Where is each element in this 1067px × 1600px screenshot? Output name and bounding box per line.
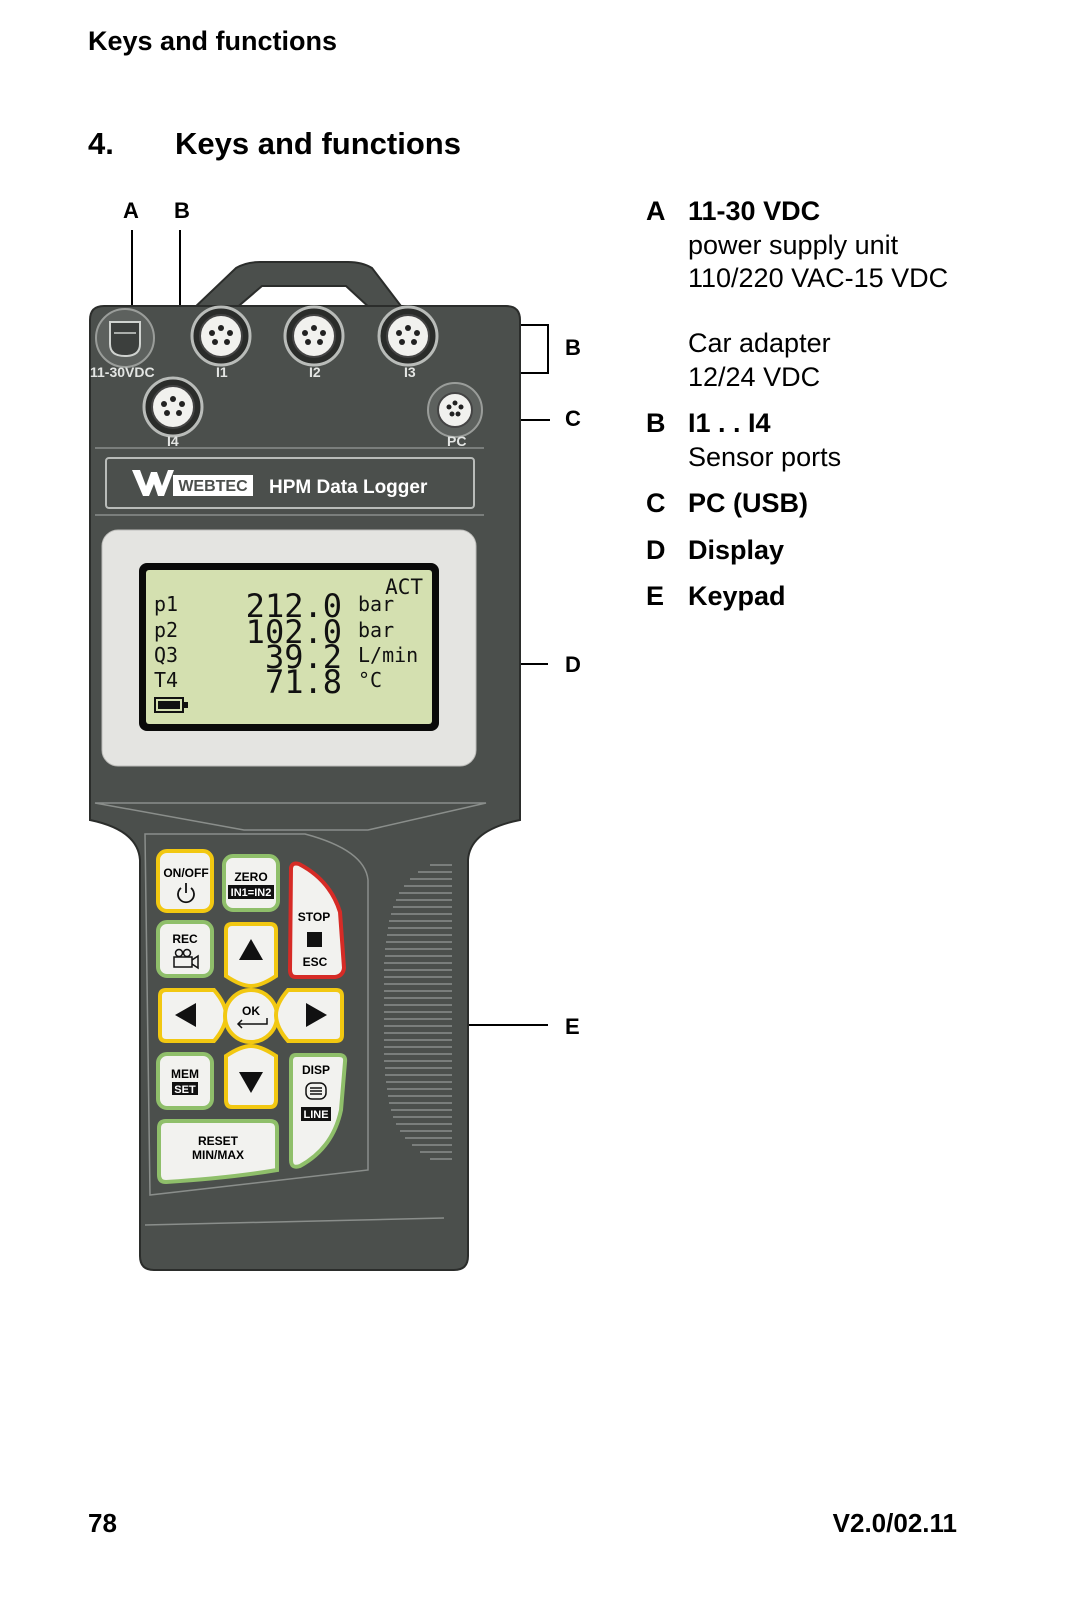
legend-a-title: 11-30 VDC: [688, 196, 821, 226]
sensor-port-i2: [283, 305, 345, 367]
legend-b-letter: B: [646, 408, 666, 438]
reset-min-max-key[interactable]: RESET MIN/MAX: [157, 1119, 279, 1185]
camera-icon: [173, 948, 199, 970]
display-unit-p1: bar: [358, 592, 394, 616]
power-port: [95, 308, 155, 368]
port-label-pc: PC: [447, 433, 466, 449]
sensor-port-i4: [142, 376, 204, 438]
rec-key[interactable]: REC: [156, 920, 214, 978]
legend-d-letter: D: [646, 535, 666, 565]
display-value-p1: 212.0: [246, 587, 342, 625]
port-label-i1: I1: [216, 364, 228, 380]
mem-set-key[interactable]: MEM SET: [156, 1052, 214, 1110]
minmax-key-label: MIN/MAX: [192, 1148, 244, 1162]
legend-d-title: Display: [688, 535, 785, 565]
section-title: Keys and functions: [175, 126, 461, 161]
zero-key-sublabel: IN1=IN2: [231, 887, 272, 899]
legend-e-letter: E: [646, 581, 665, 611]
legend-a-line-3: Car adapter: [688, 328, 831, 358]
webtec-logo-icon: [132, 470, 174, 496]
display-mode: ACT: [385, 575, 423, 599]
disp-key-label: DISP: [302, 1063, 330, 1077]
display: ACT p1 212.0 bar p2 102.0 bar Q3 39.2 L/…: [101, 529, 477, 767]
legend-c-title: PC (USB): [688, 488, 808, 518]
callout-d: D: [565, 652, 581, 677]
display-label-p1: p1: [154, 592, 178, 616]
enter-icon: [236, 1018, 268, 1029]
right-arrow-key[interactable]: [273, 988, 344, 1043]
page-header: Keys and functions: [88, 26, 338, 56]
legend-a-line-1: power supply unit: [688, 230, 899, 260]
legend-c-letter: C: [646, 488, 666, 518]
display-value-p2: 102.0: [246, 613, 342, 651]
sensor-port-i1: [190, 305, 252, 367]
left-arrow-icon: [175, 1003, 196, 1027]
list-icon: [305, 1082, 327, 1100]
product-name: HPM Data Logger: [269, 477, 428, 498]
zero-key-label: ZERO: [234, 870, 267, 884]
sensor-port-i3: [377, 305, 439, 367]
zero-key[interactable]: ZERO IN1=IN2: [222, 854, 280, 912]
brand-name: WEBTEC: [178, 478, 248, 495]
port-label-i3: I3: [404, 364, 416, 380]
page-number: 78: [88, 1508, 117, 1538]
on-off-key-label: ON/OFF: [163, 866, 208, 880]
display-label-p2: p2: [154, 618, 178, 642]
right-arrow-icon: [306, 1003, 327, 1027]
display-value-q3: 39.2: [265, 638, 342, 676]
stop-icon: [307, 932, 322, 947]
legend-b-line-1: Sensor ports: [688, 442, 842, 472]
callout-b: B: [174, 198, 190, 223]
legend-b-title: I1 . . I4: [688, 408, 771, 438]
battery-icon: [154, 697, 188, 713]
callout-a: A: [123, 198, 139, 223]
up-arrow-key[interactable]: [224, 922, 278, 989]
display-unit-p2: bar: [358, 618, 394, 642]
brand-plate: WEBTEC HPM Data Logger: [105, 457, 475, 509]
callout-b-bracket: B: [565, 335, 581, 360]
stop-key-label: STOP: [298, 910, 330, 924]
display-label-t4: T4: [154, 668, 178, 692]
pc-usb-port: [427, 382, 483, 438]
keypad: ON/OFF ZERO IN1=IN2 STOP ESC REC: [156, 849, 348, 1185]
down-arrow-key[interactable]: [224, 1043, 278, 1109]
line-key-label: LINE: [303, 1109, 328, 1121]
rec-key-label: REC: [172, 932, 198, 946]
esc-key-label: ESC: [303, 955, 328, 969]
display-label-q3: Q3: [154, 643, 178, 667]
callout-e: E: [565, 1014, 580, 1039]
down-arrow-icon: [239, 1072, 263, 1093]
display-unit-q3: L/min: [358, 643, 418, 667]
stop-esc-key[interactable]: STOP ESC: [287, 861, 347, 979]
callout-c: C: [565, 406, 581, 431]
document-version: V2.0/02.11: [832, 1508, 957, 1538]
display-value-t4: 71.8: [265, 663, 342, 701]
disp-line-key[interactable]: DISP LINE: [289, 1053, 348, 1169]
legend-a-line-2: 110/220 VAC-15 VDC: [688, 263, 949, 293]
port-label-i2: I2: [309, 364, 321, 380]
legend-e-title: Keypad: [688, 581, 786, 611]
device-handle: [189, 261, 407, 311]
left-arrow-key[interactable]: [158, 988, 229, 1043]
section-number: 4.: [88, 126, 114, 161]
ok-key-label: OK: [242, 1004, 260, 1018]
grip-texture: [384, 864, 452, 1160]
legend-a-letter: A: [646, 196, 666, 226]
mem-key-label: MEM: [171, 1067, 199, 1081]
up-arrow-icon: [239, 939, 263, 960]
power-icon: [177, 883, 195, 904]
on-off-key[interactable]: ON/OFF: [156, 849, 214, 913]
set-key-label: SET: [174, 1084, 196, 1096]
ok-key[interactable]: OK: [223, 988, 279, 1044]
legend-a-line-4: 12/24 VDC: [688, 362, 821, 392]
port-label-i4: I4: [167, 433, 179, 449]
port-label-power: 11-30VDC: [90, 364, 155, 380]
reset-key-label: RESET: [198, 1134, 239, 1148]
display-unit-t4: °C: [358, 668, 382, 692]
